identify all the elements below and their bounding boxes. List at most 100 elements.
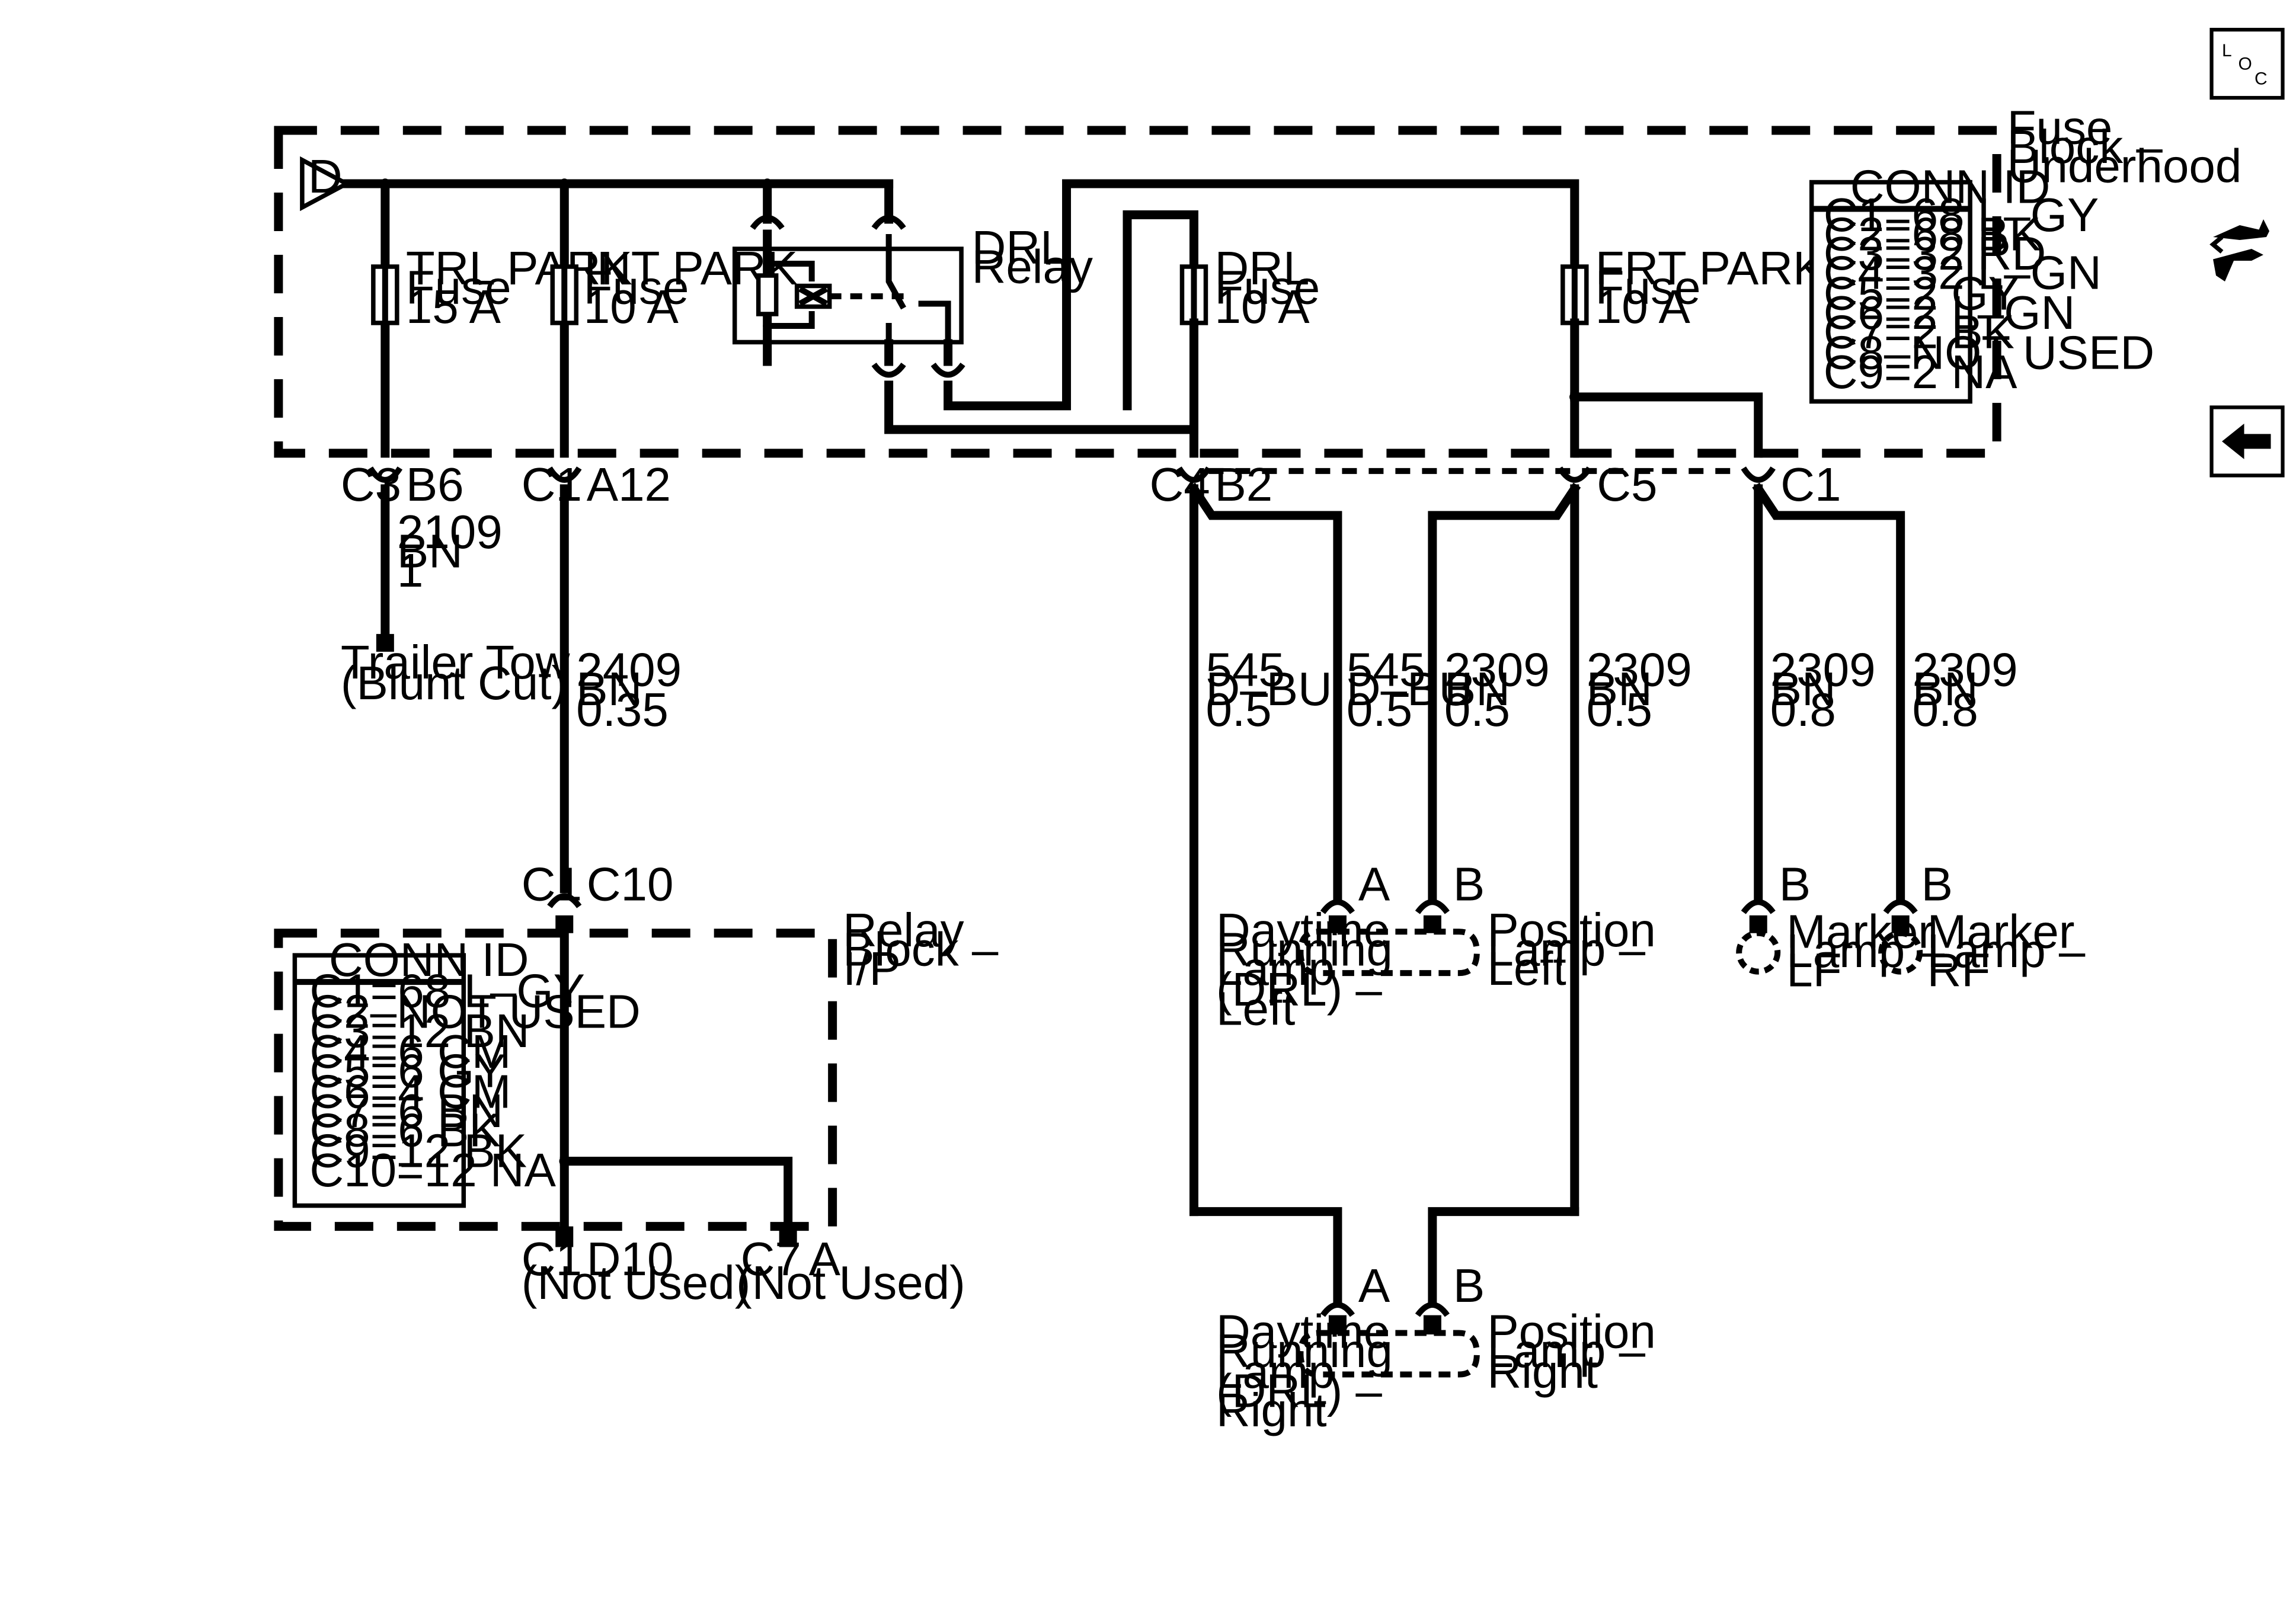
position-left-label: Position — [1487, 904, 1656, 956]
wire-2309-color: BN — [1444, 662, 1510, 715]
fuse-trl-park-type: Fuse — [406, 261, 511, 313]
wire-2309-color: BN — [1770, 662, 1836, 715]
pin-a12-label: A12 — [587, 458, 671, 511]
connector-view-button[interactable] — [2209, 219, 2270, 281]
pin-b2-label: B2 — [1214, 458, 1272, 511]
wire-545-label: 545 — [1205, 643, 1284, 696]
connector-c1-bottom-label: C1 — [522, 1233, 582, 1285]
loc-button[interactable]: L O C — [2209, 27, 2285, 100]
marker-lf-label: LF — [1786, 944, 1841, 997]
svg-text:D: D — [308, 150, 343, 203]
conn-id-relay-title: CONN ID — [329, 933, 529, 986]
conn-id-relay-row: C6=4 CM — [309, 1065, 511, 1118]
back-button[interactable] — [2209, 405, 2285, 478]
connector-c1-label: C1 — [522, 858, 582, 911]
pin-a-label: A — [1358, 858, 1390, 911]
wire-2409-label: 2409 — [576, 643, 682, 696]
wire-2309-label: 2309 — [1913, 643, 2018, 696]
fuse-block-title-line2: Block – — [2007, 120, 2163, 173]
wire-2309-gauge: 0.8 — [1770, 683, 1836, 736]
pin-b-label: B — [1921, 858, 1953, 911]
fuse-drl-type: Fuse — [1214, 261, 1320, 313]
pin-b-label: B — [1779, 858, 1811, 911]
drl-right-label: Daytime — [1216, 1305, 1390, 1358]
conn-id-relay-row: C8=6 BK — [309, 1104, 500, 1157]
wire-2309-gauge: 0.5 — [1444, 683, 1510, 736]
trailer-tow-sublabel: (Blunt Cut) — [341, 657, 567, 709]
battery-source-symbol: D — [300, 150, 351, 212]
drl-right-label: (DRL) – — [1216, 1364, 1382, 1417]
fuse-block-title-line3: Underhood — [2007, 140, 2242, 193]
fuse-drl-name: DRL — [1214, 242, 1309, 295]
fuse-int-park: INT PARK Fuse 10 A — [550, 179, 798, 458]
conn-id-underhood-row: C5=2 GY — [1824, 267, 2020, 319]
marker-rf-label: RF — [1927, 944, 1991, 997]
connector-c1-right-label: C1 — [1780, 458, 1841, 511]
connector-c3-label: C3 — [341, 458, 401, 511]
conn-id-relay-row: C3=12 BN — [309, 1004, 529, 1057]
connector-c5-label: C5 — [1597, 458, 1657, 511]
conn-id-underhood-row: C7=2 BK — [1824, 305, 2014, 358]
drl-relay: DRL Relay — [732, 179, 1093, 378]
lamp-assembly-left: A B Daytime Running Lamp (DRL) – Left Po… — [1216, 858, 1656, 1035]
position-left-label: Left — [1487, 942, 1566, 995]
conn-id-relay-row: C9=12 BK — [309, 1125, 527, 1177]
pin-c10-label: C10 — [587, 858, 674, 911]
marker-rf-label: Lamp – — [1927, 924, 2086, 977]
trailer-tow-label: Trailer Tow — [341, 636, 570, 689]
wire-2309-gauge: 0.8 — [1913, 683, 1978, 736]
drl-left-label: Running — [1216, 923, 1393, 976]
wire-2309-gauge: 0.5 — [1587, 683, 1652, 736]
fuse-drl-rating: 10 A — [1214, 280, 1310, 333]
pin-b6-label: B6 — [406, 458, 464, 511]
wire-2109-color: BN — [397, 524, 463, 577]
fuse-int-park-rating: 10 A — [584, 280, 679, 333]
svg-text:L: L — [2222, 41, 2232, 60]
connector-c7-label: C7 — [741, 1233, 801, 1285]
wire-545-color: D–BU — [1347, 662, 1473, 715]
pin-b-label: B — [1453, 1259, 1485, 1312]
fuse-frt-park-name: FRT PARK — [1595, 242, 1825, 295]
pin-d10-label: D10 — [587, 1233, 674, 1285]
wire-2409-gauge: 0.35 — [576, 683, 669, 736]
conn-id-table-relay-block: CONN ID C1=68 L–GY C2–NOT USED C3=12 BN … — [292, 933, 641, 1208]
marker-lamp-lf: B Marker Lamp – LF — [1736, 858, 1945, 997]
drl-right-label: Running — [1216, 1324, 1393, 1377]
conn-id-underhood-row: C6=2 L–GN — [1824, 286, 2076, 339]
pin-a-label: A — [1358, 1259, 1390, 1312]
marker-rf-label: Marker — [1927, 905, 2075, 958]
wire-2109-label: 2109 — [397, 505, 503, 558]
position-right-label: Lamp – — [1487, 1324, 1645, 1377]
wire-2409-color: BN — [576, 662, 642, 715]
conn-id-relay-row: C5=6 GY — [309, 1045, 506, 1097]
pin-a-bottom-label: A — [809, 1233, 841, 1285]
connector-c4-label: C4 — [1149, 458, 1210, 511]
connector-harness-icon — [2209, 219, 2270, 281]
connector-c1-a12: C1 A12 — [522, 458, 671, 894]
conn-id-relay-row: C1=68 L–GY — [309, 965, 585, 1017]
wire-2109-gauge: 1 — [397, 544, 423, 597]
connector-c1-label: C1 — [522, 458, 582, 511]
drl-left-label: Daytime — [1216, 904, 1390, 956]
not-used-label: (Not Used) — [736, 1256, 965, 1309]
wire-545-color: D–BU — [1205, 662, 1332, 715]
fuse-drl: DRL Fuse 10 A — [1179, 242, 1320, 458]
wire-545-gauge: 0.5 — [1205, 683, 1271, 736]
conn-id-underhood-title: CONN ID — [1850, 161, 2051, 213]
marker-lamp-rf: B Marker Lamp – RF — [1878, 858, 2086, 997]
wire-2309-label: 2309 — [1587, 643, 1692, 696]
drl-left-label: Left — [1216, 982, 1295, 1035]
drl-right-label: Right — [1216, 1384, 1327, 1436]
not-used-label: (Not Used) — [522, 1256, 751, 1309]
back-arrow-icon — [2222, 423, 2271, 459]
fuse-block-title-line1: Fuse — [2007, 101, 2113, 154]
fuse-trl-park-rating: 15 A — [406, 280, 501, 333]
svg-text:O: O — [2239, 55, 2252, 74]
wire-545-label: 545 — [1347, 643, 1425, 696]
position-left-label: Lamp – — [1487, 923, 1645, 976]
relay-block-title-line2: Block – — [843, 923, 999, 976]
drl-left-label: (DRL) – — [1216, 963, 1382, 1016]
drl-left-label: Lamp — [1216, 942, 1335, 995]
conn-id-relay-row: C4=6 CM — [309, 1025, 511, 1078]
